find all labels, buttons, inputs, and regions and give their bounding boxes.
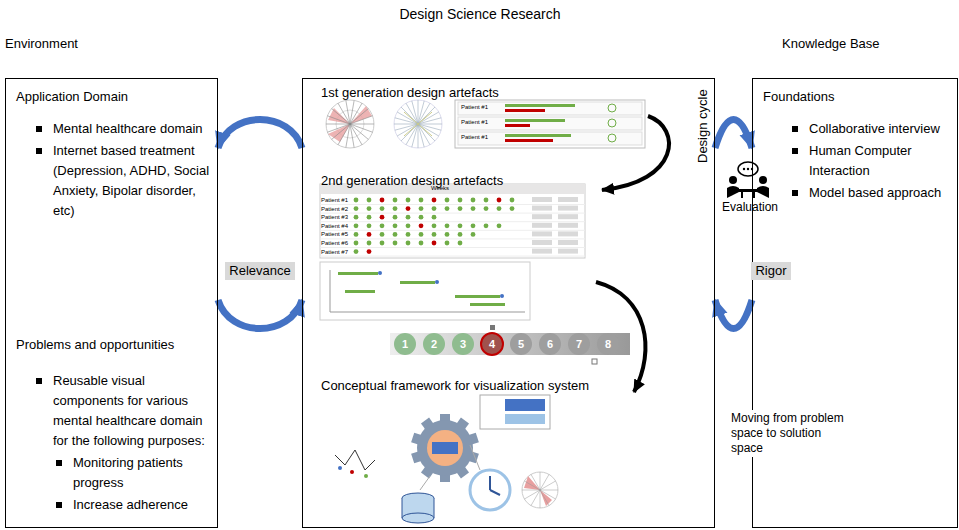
- region-box: FoundationsCollaborative interviewHuman …: [752, 78, 958, 528]
- framework-illustration: [335, 395, 558, 523]
- timeline-chart: [320, 262, 530, 320]
- chart-text: Weeks: [431, 185, 449, 192]
- chart-text: Patient #1: [321, 197, 348, 204]
- cycle-connector: [715, 120, 752, 149]
- bullet-marker: [56, 502, 62, 508]
- annotation-label: 3: [460, 337, 466, 351]
- bullet-text: Reusable visual components for various m…: [53, 371, 216, 451]
- chart-text: Patient #1: [461, 119, 488, 126]
- cycle-label: Rigor: [751, 262, 790, 280]
- bullet-marker: [792, 148, 798, 154]
- cycle-label: Relevance: [225, 262, 294, 280]
- annotation-label: 8: [605, 337, 611, 351]
- annotation-label: 6: [547, 337, 553, 351]
- chart-text: Patient #6: [321, 240, 348, 247]
- annotation-label: 1: [402, 337, 408, 351]
- chart-text: Patient #2: [321, 206, 348, 213]
- chart-text: Patient #3: [321, 214, 348, 221]
- bullet-text: Mental healthcare domain: [53, 119, 213, 139]
- spider-chart: [394, 100, 442, 148]
- section-heading: Problems and opportunities: [16, 335, 211, 355]
- bullet-marker: [792, 126, 798, 132]
- section-heading: Application Domain: [16, 87, 211, 107]
- chart-text: Patient #4: [321, 223, 348, 230]
- section-heading: 1st generation design artefacts: [321, 83, 691, 103]
- bullet-marker: [36, 148, 42, 154]
- spider-chart: [326, 100, 374, 148]
- evaluation-icon: [727, 162, 769, 198]
- cycle-connector: [218, 120, 302, 149]
- annotation-label: 4: [489, 337, 495, 351]
- annotation-label: Evaluation: [722, 200, 778, 215]
- bullet-marker: [36, 126, 42, 132]
- section-heading: Foundations: [763, 87, 953, 107]
- section-heading: Conceptual framework for visualization s…: [321, 376, 691, 396]
- annotation-label: 2: [431, 337, 437, 351]
- region-box: 1st generation design artefacts 2nd gener…: [302, 78, 715, 528]
- chart-text: Patient #1: [461, 134, 488, 141]
- cycle-arrow: [596, 282, 645, 392]
- bullet-text: Human Computer Interaction: [809, 141, 954, 181]
- annotation-label: Knowledge Base: [782, 36, 880, 52]
- annotation-label: 7: [576, 337, 582, 351]
- bullet-marker: [792, 190, 798, 196]
- bullet-marker: [36, 378, 42, 384]
- chart-text: Patient #5: [321, 231, 348, 238]
- cycle-arrow: [602, 116, 669, 190]
- bullet-marker: [56, 460, 62, 466]
- annotation-label: 5: [518, 337, 524, 351]
- cycle-label: Moving from problem space to solution sp…: [727, 410, 857, 457]
- chart-text: Patient #7: [321, 249, 348, 256]
- cycle-connector: [715, 300, 752, 329]
- cycle-connector: [218, 300, 302, 329]
- annotation-label: Environment: [5, 36, 78, 52]
- adherence-table: [320, 184, 585, 258]
- region-box: Application DomainMental healthcare doma…: [5, 78, 218, 528]
- bullet-text: Monitoring patients progress: [73, 453, 213, 493]
- bullet-text: Collaborative interview: [809, 119, 954, 139]
- vertical-label: Design cycle: [695, 89, 710, 163]
- chart-text: Patient #1: [461, 104, 488, 111]
- session-timeline: [390, 325, 630, 364]
- bullet-text: Model based approach: [809, 183, 954, 203]
- progress-bars: [455, 100, 645, 148]
- diagram-title: Design Science Research: [399, 6, 560, 22]
- bullet-text: Internet based treatment (Depression, AD…: [53, 141, 216, 221]
- section-heading: 2nd generation design artefacts: [321, 171, 691, 191]
- bullet-text: Increase adherence: [73, 495, 213, 515]
